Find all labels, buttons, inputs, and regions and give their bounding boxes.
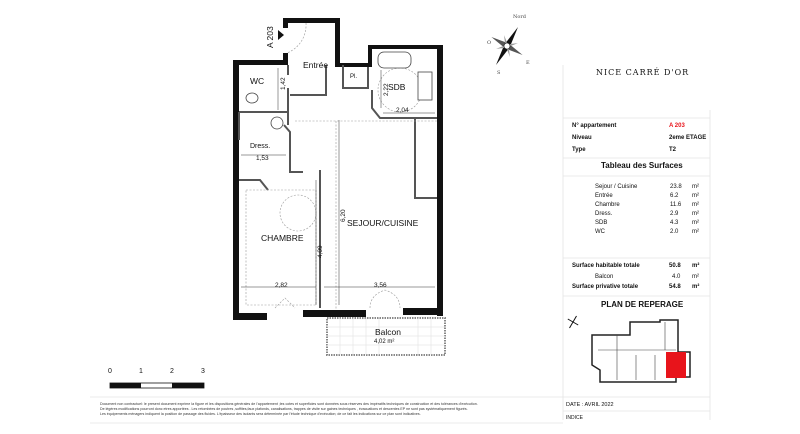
surface-value: 23.8 (670, 184, 682, 190)
room-label-balcon: Balcon (375, 327, 401, 337)
reperage-title: PLAN DE REPERAGE (601, 300, 684, 309)
info-label: N° appartement (572, 123, 617, 129)
surface-value: 2.9 (670, 211, 679, 217)
dim-sejour-width: 3,56 (374, 282, 387, 289)
scale-label: 0 (108, 368, 112, 375)
surface-value: 6.2 (670, 193, 679, 199)
unit-tag: A 203 (265, 26, 275, 48)
room-label-entree: Entrée (303, 60, 329, 70)
room-label-sejour: SEJOUR/CUISINE (347, 218, 419, 228)
dim-dress: 1,53 (256, 155, 269, 162)
surface-unit: m² (692, 220, 699, 226)
type-value: T2 (669, 147, 677, 153)
indice: INDICE (566, 415, 583, 421)
room-label-wc: WC (250, 76, 265, 86)
scale-label: 3 (201, 368, 205, 375)
info-panel-frame (90, 65, 711, 424)
surfaces-title: Tableau des Surfaces (601, 161, 683, 170)
total-value: 4.0 (672, 274, 681, 280)
room-label-chambre: CHAMBRE (261, 233, 304, 243)
entry-arrow-icon (278, 30, 284, 40)
surface-unit: m² (692, 229, 699, 235)
surface-value: 11.6 (670, 202, 682, 208)
balcony (326, 317, 446, 356)
disclaimer-line: Document non contractuel: le present doc… (100, 402, 478, 406)
total-label: Surface habitable totale (572, 263, 640, 269)
surface-label: Dress. (595, 211, 613, 217)
dim-chambre-width: 2,82 (275, 282, 288, 289)
dim-chambre-height: 4,09 (317, 245, 324, 258)
dimension-lines (241, 68, 435, 305)
surface-label: WC (595, 229, 605, 235)
total-value: 50.8 (669, 263, 681, 269)
total-label: Surface privative totale (572, 284, 639, 290)
total-unit: m² (692, 263, 700, 269)
surface-label: SDB (595, 220, 608, 226)
room-label-sdb: SDB (388, 82, 406, 92)
compass-west: O (487, 40, 492, 46)
total-label: Balcon (595, 274, 614, 280)
surface-value: 2.0 (670, 229, 679, 235)
total-unit: m² (692, 274, 699, 280)
outer-walls (233, 18, 443, 320)
interior-walls (238, 65, 437, 308)
key-plan (567, 315, 691, 383)
surface-label: Chambre (595, 202, 620, 208)
surface-value: 4.3 (670, 220, 679, 226)
surface-unit: m² (692, 184, 699, 190)
disclaimer-line: De légères modifications pourront donc e… (100, 407, 468, 411)
surface-unit: m² (692, 211, 699, 217)
disclaimer: Document non contractuel: le present doc… (100, 402, 478, 417)
info-label: Type (572, 147, 586, 153)
dim-wc: 1,42 (280, 77, 287, 90)
apartment-highlight (666, 352, 686, 378)
total-value: 54.8 (669, 284, 681, 290)
room-label-placard: Pl. (350, 74, 358, 80)
scale-label: 1 (139, 368, 143, 375)
surface-label: Entrée (595, 193, 613, 199)
dim-sejour-height: 6,20 (340, 209, 347, 222)
room-label-dress: Dress. (250, 143, 271, 150)
compass-rose-icon (491, 26, 523, 66)
project-title: NICE CARRÉ D'OR (596, 68, 690, 77)
sanitary-fixtures (245, 51, 433, 130)
level-value: 2eme ETAGE (669, 135, 707, 141)
compass-south: S (497, 70, 501, 76)
total-unit: m² (692, 284, 700, 290)
compass-east: E (526, 60, 530, 66)
surface-unit: m² (692, 202, 699, 208)
scale-label: 2 (170, 368, 174, 375)
surface-unit: m² (692, 193, 699, 199)
disclaimer-line: Les équipements ménagers indiquent la po… (100, 412, 421, 416)
compass-north: Nord (513, 14, 526, 20)
scale-bar (109, 382, 205, 389)
dim-sdb-height: 2,22 (383, 83, 390, 96)
info-label: Niveau (572, 135, 592, 141)
date: DATE : AVRIL 2022 (566, 402, 614, 408)
dim-sdb-width: 2,04 (396, 107, 409, 114)
balcon-area: 4,02 m² (374, 339, 395, 345)
surface-label: Sejour / Cuisine (595, 184, 638, 190)
apartment-number: A 203 (669, 123, 685, 129)
